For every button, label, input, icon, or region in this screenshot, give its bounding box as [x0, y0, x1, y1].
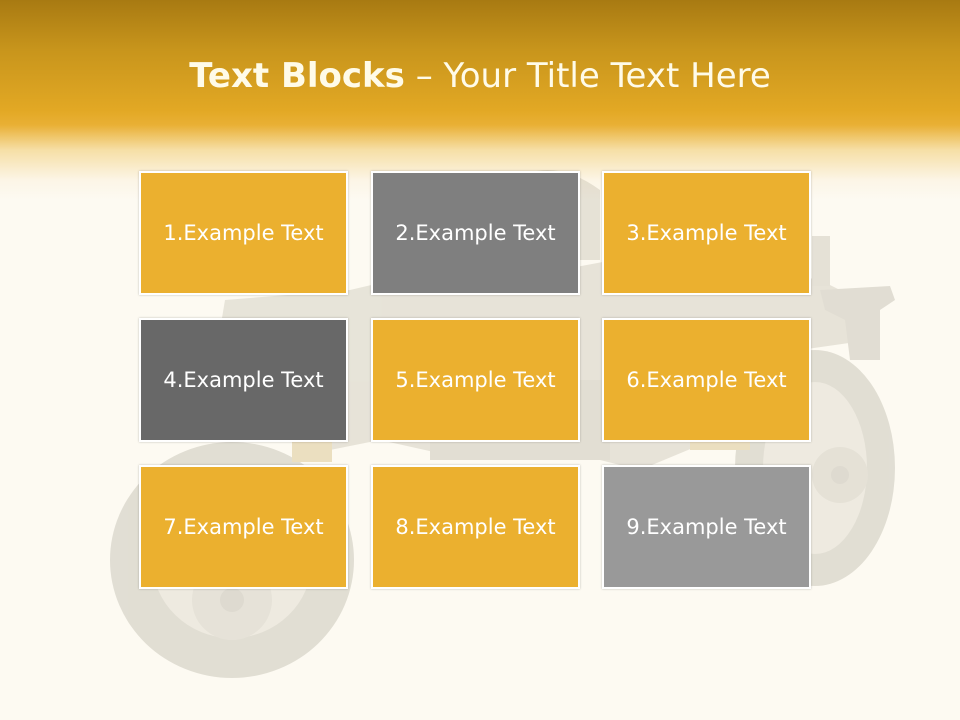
header-band [0, 0, 960, 200]
text-block-label: 9.Example Text [626, 515, 787, 539]
text-block-label: 1.Example Text [163, 221, 324, 245]
text-block-2[interactable]: 2.Example Text [371, 171, 580, 295]
title-rest: – Your Title Text Here [404, 56, 771, 96]
text-block-label: 3.Example Text [626, 221, 787, 245]
text-block-6[interactable]: 6.Example Text [602, 318, 811, 442]
page-title: Text Blocks – Your Title Text Here [0, 52, 960, 100]
text-block-7[interactable]: 7.Example Text [139, 465, 348, 589]
text-block-8[interactable]: 8.Example Text [371, 465, 580, 589]
text-block-label: 6.Example Text [626, 368, 787, 392]
text-block-3[interactable]: 3.Example Text [602, 171, 811, 295]
text-block-label: 5.Example Text [395, 368, 556, 392]
text-block-label: 2.Example Text [395, 221, 556, 245]
text-block-5[interactable]: 5.Example Text [371, 318, 580, 442]
title-bold: Text Blocks [189, 56, 405, 96]
text-block-label: 4.Example Text [163, 368, 324, 392]
text-block-4[interactable]: 4.Example Text [139, 318, 348, 442]
text-block-9[interactable]: 9.Example Text [602, 465, 811, 589]
text-block-label: 8.Example Text [395, 515, 556, 539]
text-block-label: 7.Example Text [163, 515, 324, 539]
text-block-1[interactable]: 1.Example Text [139, 171, 348, 295]
